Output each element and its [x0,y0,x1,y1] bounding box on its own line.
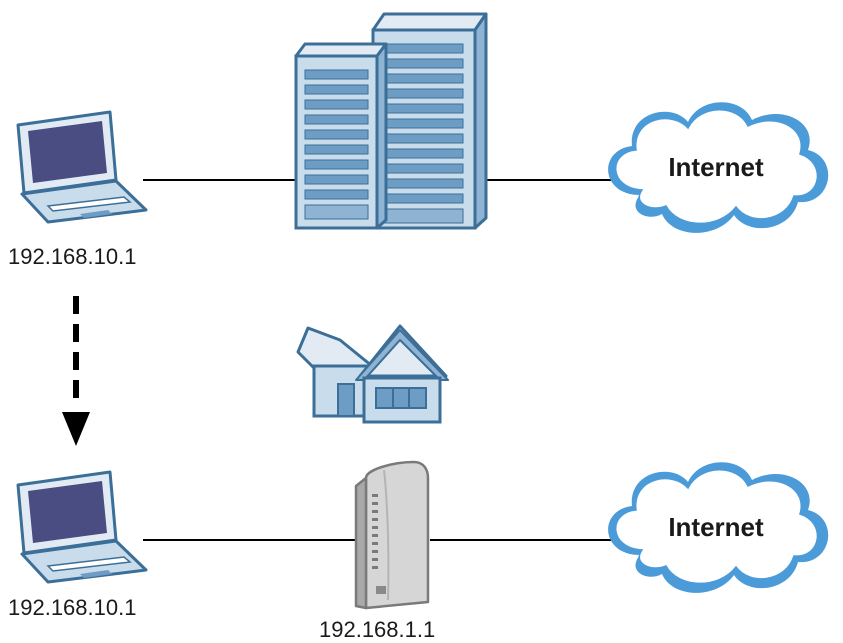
router-led [372,494,378,497]
router-led [372,518,378,521]
arrow-head-icon [62,412,90,446]
server-slot [384,103,464,114]
top-laptop-ip-label: 192.168.10.1 [8,244,136,269]
server-slot [384,193,464,204]
server-slot [304,114,369,125]
router-led [372,534,378,537]
top-internet-label: Internet [668,152,764,182]
internet-cloud-icon: Internet [608,102,829,233]
server-slot [384,118,464,129]
server-slot [304,204,369,220]
router-led [372,566,378,569]
router-ip-label: 192.168.1.1 [319,617,435,642]
server-slot [384,163,464,174]
server-slot [304,99,369,110]
server-slot [304,174,369,185]
server-slot [384,178,464,189]
router-led [372,558,378,561]
server-slot [384,133,464,144]
laptop-icon [16,110,148,224]
server-slot [384,88,464,99]
server-icon [294,12,488,230]
server-slot [384,148,464,159]
house-icon [296,324,449,424]
internet-cloud-icon: Internet [608,462,829,593]
server-slot [384,73,464,84]
server-slot [304,69,369,80]
bottom-internet-label: Internet [668,512,764,542]
server-slot [304,189,369,200]
router-led [372,510,378,513]
server-slot [304,144,369,155]
server-slot [384,208,464,224]
server-slot [384,43,464,54]
server-slots [304,69,369,220]
router-led [372,502,378,505]
server-slot [304,84,369,95]
laptop-icon [16,470,148,584]
router-led [372,542,378,545]
server-slot [304,159,369,170]
router-icon [354,460,430,610]
server-slot [384,58,464,69]
bottom-laptop-ip-label: 192.168.10.1 [8,595,136,620]
router-status-leds [372,494,378,569]
router-led [372,526,378,529]
server-slot [304,129,369,140]
router-led [372,550,378,553]
